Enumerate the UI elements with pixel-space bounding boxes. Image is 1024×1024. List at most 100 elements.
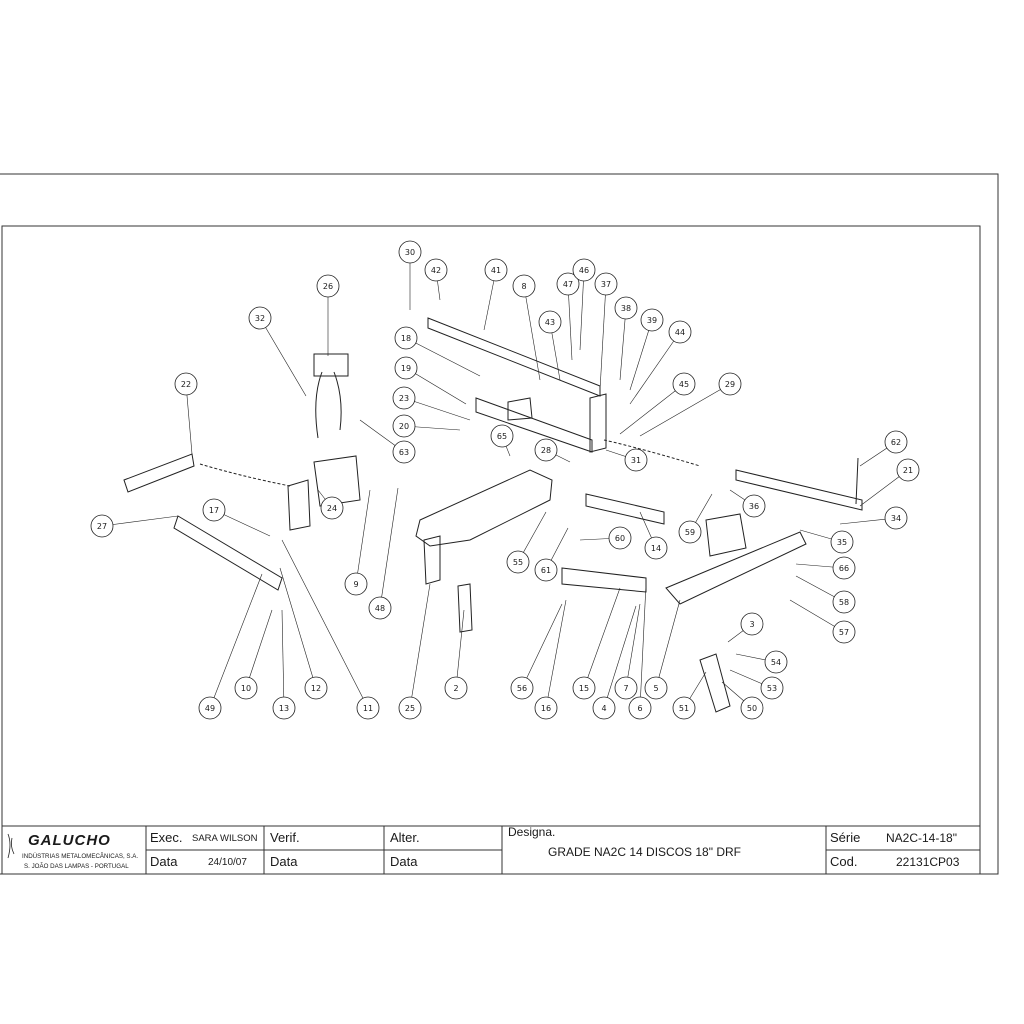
callout-circle [90, 514, 114, 538]
part-callout-19: 19 [394, 356, 418, 380]
callout-number: 4 [601, 704, 606, 713]
callout-number: 24 [327, 504, 337, 513]
part-callout-20: 20 [392, 414, 416, 438]
callout-number: 43 [545, 318, 555, 327]
callout-circle [394, 326, 418, 350]
part-center-frame [415, 469, 553, 547]
callout-leader-46 [579, 269, 585, 351]
verif-label: Verif. [270, 830, 300, 845]
callout-leader-29 [639, 383, 731, 437]
callout-circle [884, 430, 908, 454]
callout-number: 54 [771, 658, 781, 667]
callout-number: 47 [563, 280, 573, 289]
part-callout-31: 31 [624, 448, 648, 472]
part-pin [855, 457, 859, 505]
company-line2: S. JOÃO DAS LAMPAS - PORTUGAL [24, 863, 129, 870]
part-lift-plate [313, 353, 349, 377]
callout-leader-37 [599, 283, 607, 391]
callout-number: 3 [749, 620, 754, 629]
callout-circle [884, 506, 908, 530]
part-callout-62: 62 [884, 430, 908, 454]
callout-circle [304, 676, 328, 700]
company-name: GALUCHO [28, 832, 111, 849]
callout-number: 25 [405, 704, 415, 713]
part-chain-left [199, 463, 291, 487]
part-callout-51: 51 [672, 696, 696, 720]
callout-circle [444, 676, 468, 700]
part-callout-32: 32 [248, 306, 272, 330]
callout-circle [320, 496, 344, 520]
callout-leader-22 [185, 383, 193, 455]
data-label-verif: Data [270, 854, 298, 869]
part-shank [457, 583, 473, 633]
callout-number: 7 [623, 684, 628, 693]
callout-number: 17 [209, 506, 219, 515]
callout-leaders [101, 252, 909, 709]
callout-number: 55 [513, 558, 523, 567]
callout-number: 13 [279, 704, 289, 713]
callout-number: 15 [579, 684, 589, 693]
part-callout-28: 28 [534, 438, 558, 462]
callout-number: 56 [517, 684, 527, 693]
part-callout-42: 42 [424, 258, 448, 282]
callout-number: 30 [405, 248, 415, 257]
callout-leader-32 [259, 317, 307, 397]
callout-circle [394, 356, 418, 380]
callout-circle [248, 306, 272, 330]
callout-number: 66 [839, 564, 849, 573]
callout-number: 45 [679, 380, 689, 389]
part-callout-38: 38 [614, 296, 638, 320]
callout-circle [592, 696, 616, 720]
callout-circle [392, 440, 416, 464]
callout-leader-45 [619, 383, 685, 435]
callout-number: 26 [323, 282, 333, 291]
callout-circle [424, 258, 448, 282]
exec-date-value: 24/10/07 [208, 857, 247, 868]
callout-circle [392, 414, 416, 438]
part-callout-6: 6 [628, 696, 652, 720]
callout-leader-48 [379, 487, 399, 609]
callout-leader-2 [455, 609, 465, 689]
callout-circle [668, 320, 692, 344]
callout-circle [740, 612, 764, 636]
callout-leader-27 [101, 515, 179, 527]
part-right-frame-box [705, 513, 747, 557]
callout-number: 23 [399, 394, 409, 403]
callout-circle [830, 530, 854, 554]
part-callout-34: 34 [884, 506, 908, 530]
part-callout-53: 53 [760, 676, 784, 700]
callout-number: 42 [431, 266, 441, 275]
part-callout-36: 36 [742, 494, 766, 518]
callout-number: 9 [353, 580, 358, 589]
callout-circle [644, 676, 668, 700]
callout-leader-16 [545, 599, 567, 709]
callout-leader-12 [279, 567, 317, 689]
callout-number: 27 [97, 522, 107, 531]
callout-number: 11 [363, 704, 373, 713]
callout-circle [628, 696, 652, 720]
part-callout-47: 47 [556, 272, 580, 296]
callout-number: 51 [679, 704, 689, 713]
part-a-frame-tube [313, 455, 361, 507]
part-callout-56: 56 [510, 676, 534, 700]
part-callout-50: 50 [740, 696, 764, 720]
callout-number: 48 [375, 604, 385, 613]
part-callout-63: 63 [392, 440, 416, 464]
callout-leader-39 [629, 319, 653, 391]
part-callout-66: 66 [832, 556, 856, 580]
callout-circle [510, 676, 534, 700]
callout-leader-56 [521, 603, 563, 689]
part-drawbar [427, 317, 601, 397]
callout-number: 46 [579, 266, 589, 275]
callout-number: 28 [541, 446, 551, 455]
callout-circle [608, 526, 632, 550]
part-frame-plate [507, 397, 533, 421]
callout-circle [614, 296, 638, 320]
callout-circle [644, 536, 668, 560]
part-callout-45: 45 [672, 372, 696, 396]
callout-leader-6 [639, 583, 647, 709]
callout-circle [718, 372, 742, 396]
callout-leader-47 [567, 283, 573, 361]
callout-number: 39 [647, 316, 657, 325]
